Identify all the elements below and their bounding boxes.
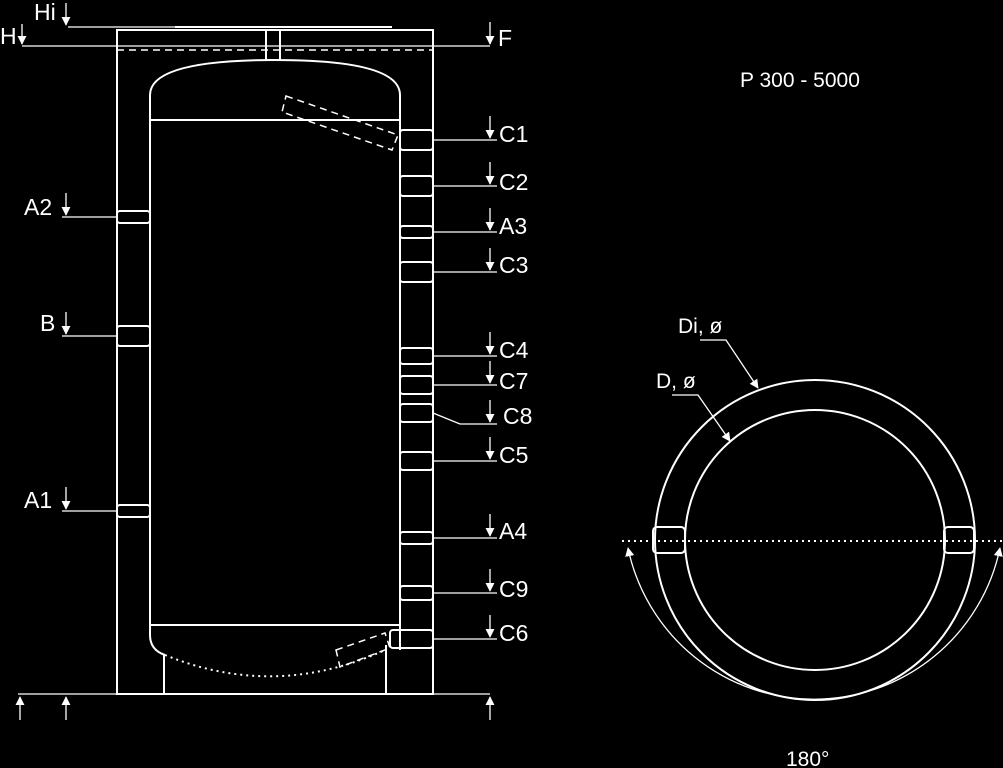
label-a2: A2	[24, 194, 52, 220]
nozzle-c3	[399, 261, 434, 283]
nozzle-c2	[399, 175, 434, 197]
nozzle-c6	[389, 629, 434, 649]
nozzle-c4	[399, 347, 434, 365]
nozzle-c9	[399, 585, 434, 601]
label-d: D, ø	[656, 370, 696, 393]
section-nozzle-left	[652, 526, 686, 554]
height-arrows	[15, 3, 495, 720]
label-c2: C2	[499, 169, 528, 195]
left-leaders	[62, 216, 117, 512]
nozzle-a1	[116, 504, 151, 518]
heater-top-dashed	[281, 95, 399, 151]
label-c7: C7	[499, 368, 528, 394]
nozzle-a2	[116, 210, 151, 224]
nozzle-c5	[399, 451, 434, 471]
label-c5: C5	[499, 442, 528, 468]
heater-bottom-dashed	[335, 632, 391, 669]
label-c8: C8	[503, 403, 532, 429]
left-nozzles	[116, 210, 151, 518]
nozzle-c7	[399, 375, 434, 395]
nozzle-a4	[399, 531, 434, 545]
label-a3: A3	[499, 213, 527, 239]
label-angle: 180°	[786, 748, 829, 768]
label-c1: C1	[499, 121, 528, 147]
label-c4: C4	[499, 337, 529, 363]
nozzle-c8	[399, 403, 434, 423]
top-vent-pipe	[265, 29, 281, 61]
insulation-jacket	[116, 29, 434, 695]
label-h: H	[0, 23, 17, 49]
label-hi: Hi	[34, 0, 56, 25]
label-f: F	[498, 25, 512, 51]
nozzle-c1	[399, 129, 434, 151]
right-leaders	[432, 139, 497, 640]
vessel-bottom-left-corner	[149, 625, 166, 656]
vessel-top-head	[149, 58, 401, 120]
right-nozzles	[389, 129, 434, 649]
angle-arc	[625, 547, 1003, 700]
label-c3: C3	[499, 252, 528, 278]
nozzle-b	[116, 325, 151, 347]
label-a4: A4	[499, 518, 527, 544]
tank-side-view	[18, 26, 490, 695]
label-a1: A1	[24, 487, 52, 513]
label-c6: C6	[499, 620, 528, 646]
label-b: B	[40, 310, 55, 336]
leader-d	[672, 394, 731, 442]
model-title: P 300 - 5000	[740, 69, 860, 92]
label-c9: C9	[499, 576, 528, 602]
nozzle-a3	[399, 225, 434, 239]
tank-cross-section	[622, 339, 1003, 701]
leader-di	[700, 339, 759, 389]
label-di: Di, ø	[678, 315, 723, 338]
